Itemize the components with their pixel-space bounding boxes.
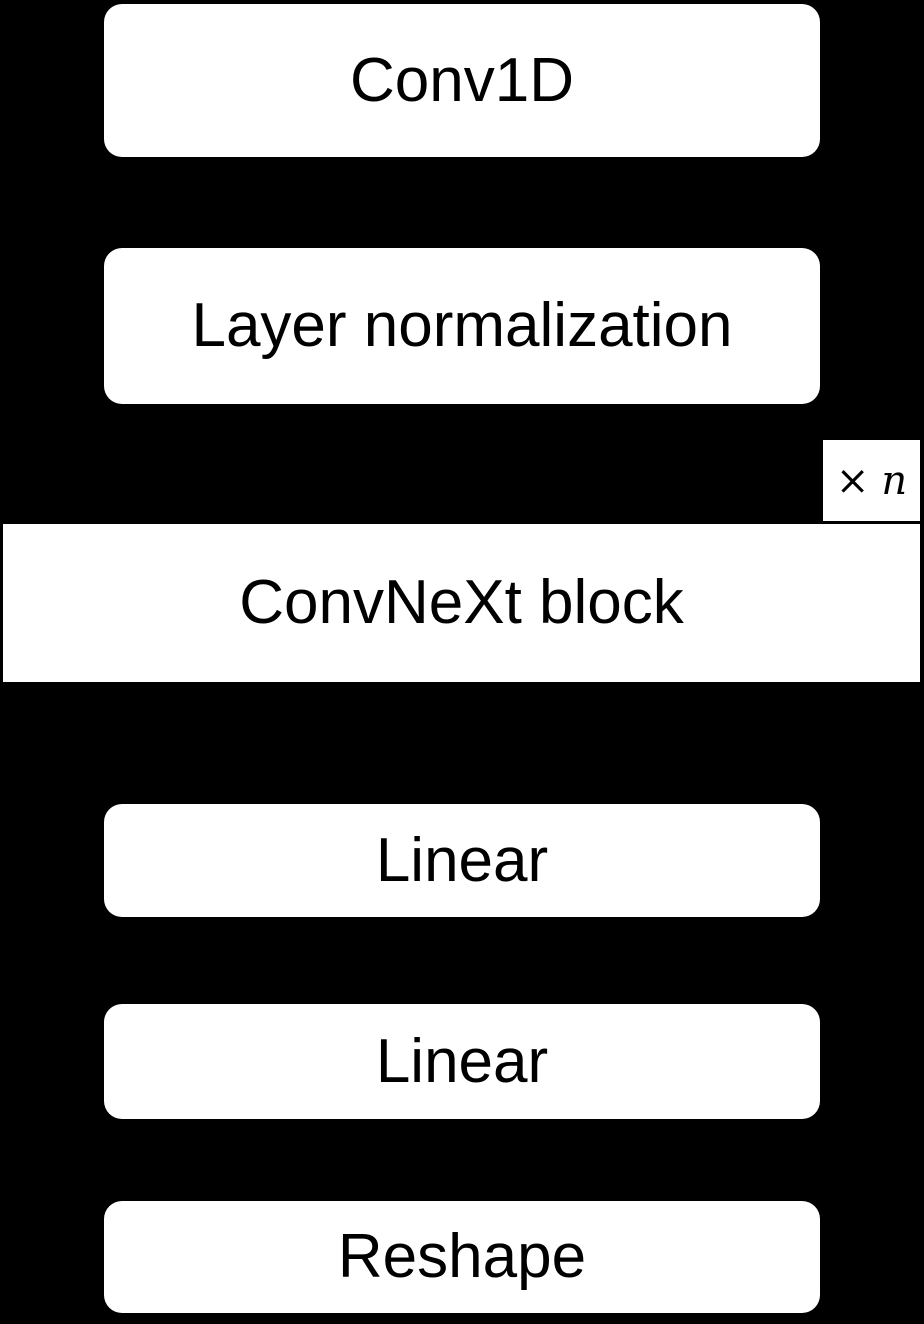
node-conv1d-label: Conv1D — [350, 45, 574, 115]
node-layer-normalization-label: Layer normalization — [191, 291, 733, 360]
node-reshape-label: Reshape — [337, 1222, 587, 1291]
node-conv1d: Conv1D — [104, 4, 820, 157]
node-linear-1-label: Linear — [375, 825, 549, 895]
node-reshape: Reshape — [104, 1201, 820, 1313]
node-convnext-block: ConvNeXt block — [3, 524, 920, 682]
repeat-variable: n — [881, 457, 908, 504]
repeat-count-badge: × n — [823, 440, 920, 521]
multiplication-symbol: × — [835, 457, 870, 504]
node-linear-2: Linear — [104, 1004, 820, 1119]
node-linear-2-label: Linear — [375, 1026, 549, 1096]
node-linear-1: Linear — [104, 804, 820, 917]
node-convnext-block-label: ConvNeXt block — [239, 568, 684, 637]
node-layer-normalization: Layer normalization — [104, 248, 820, 404]
